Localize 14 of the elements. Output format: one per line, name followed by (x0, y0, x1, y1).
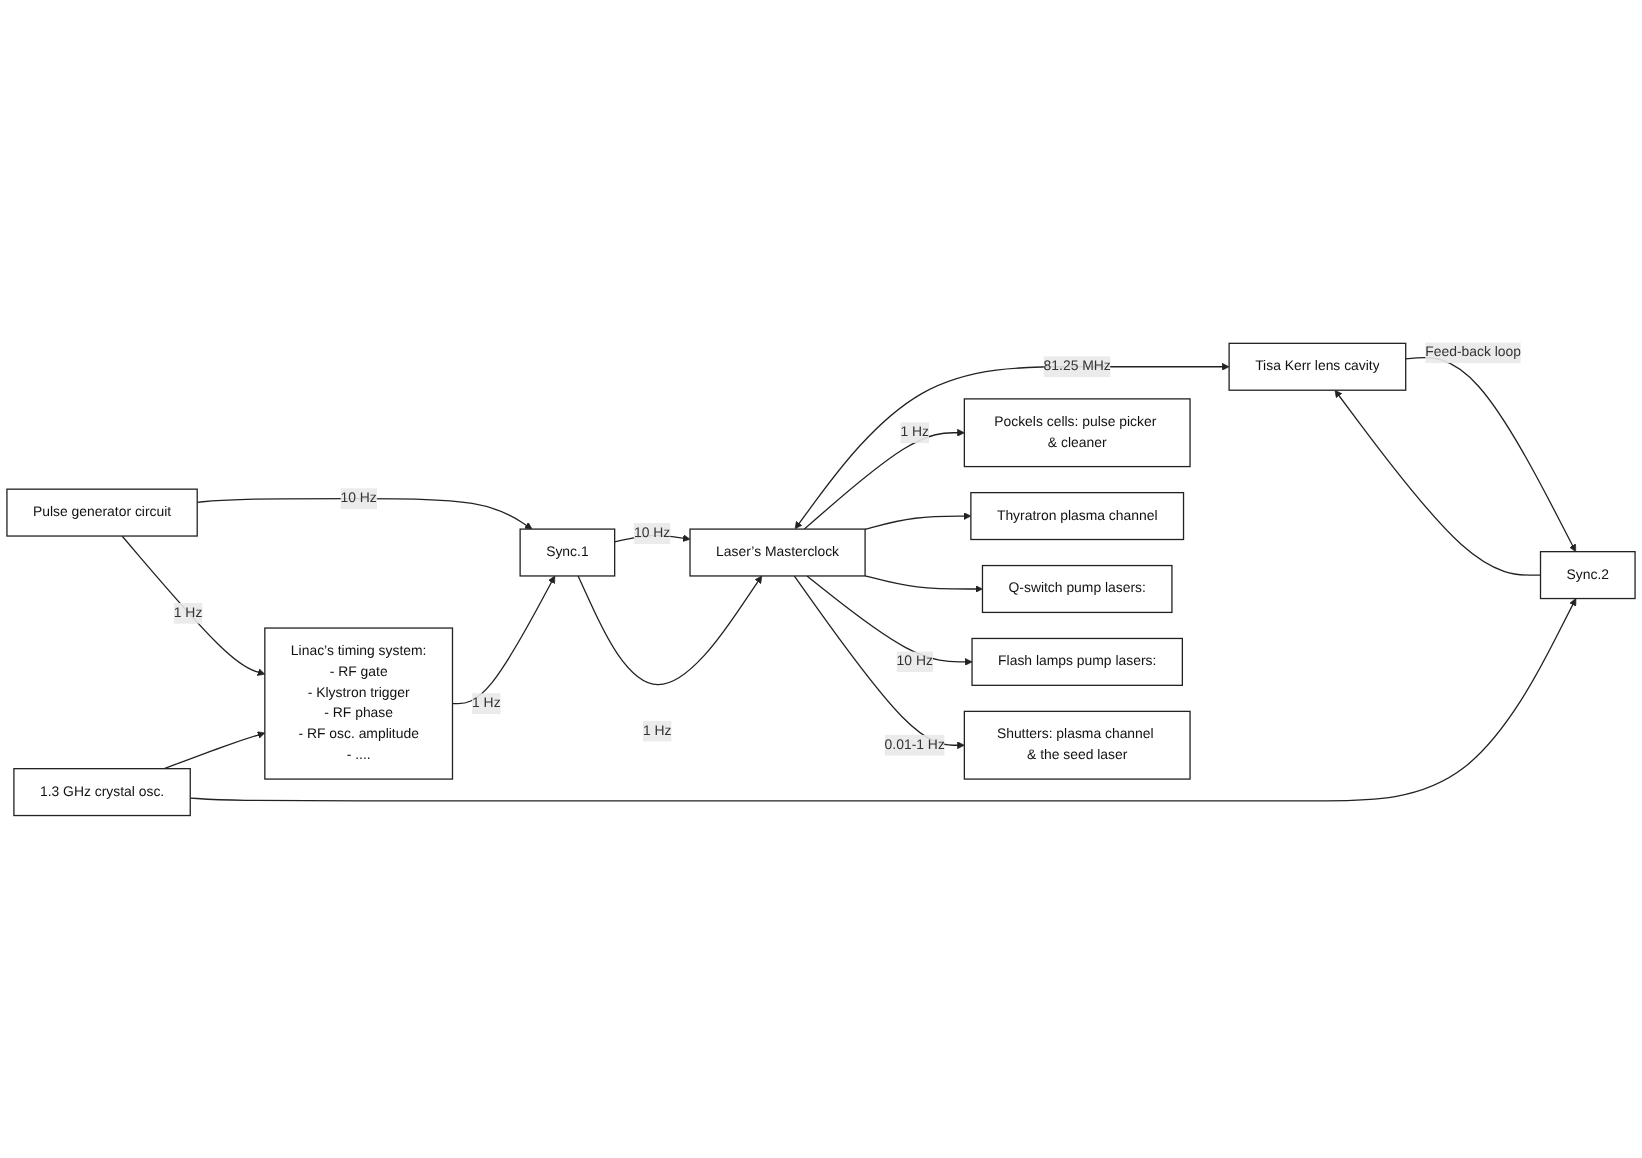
arrow (864, 575, 983, 593)
arrow (803, 428, 965, 530)
arrow (864, 512, 972, 530)
arrow (163, 731, 266, 770)
arrow (1405, 356, 1577, 552)
arrow (451, 575, 556, 705)
arrow (196, 498, 533, 530)
arrow (189, 598, 1577, 802)
arrow (806, 575, 973, 666)
arrow (794, 362, 1230, 530)
arrow (793, 575, 965, 750)
arrow (1334, 389, 1542, 576)
arrow (121, 535, 266, 676)
arrow (577, 575, 763, 686)
